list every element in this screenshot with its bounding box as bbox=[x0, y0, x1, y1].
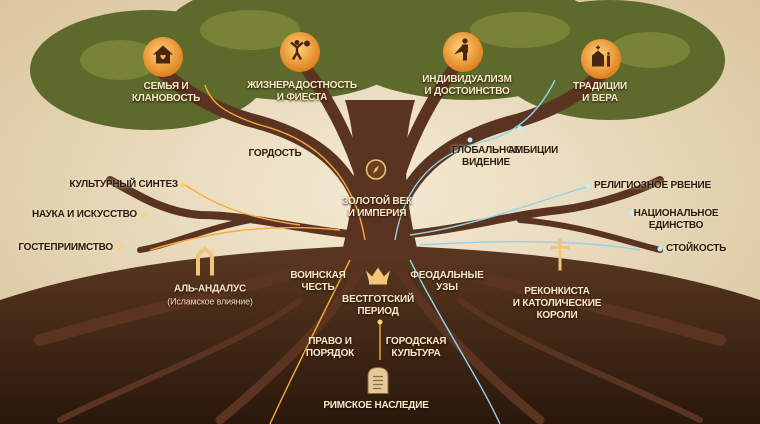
moorish-arch-icon bbox=[194, 246, 216, 281]
label-religious-zeal: Религиозное рвение bbox=[594, 180, 711, 191]
joyful-person-sun-icon bbox=[288, 39, 312, 66]
house-heart-icon bbox=[152, 45, 174, 70]
label-hospitality: Гостеприимство bbox=[18, 242, 113, 253]
cross-sword-icon bbox=[550, 238, 570, 278]
label-al-andalus: Аль-Андалус(Исламское влияние) bbox=[167, 283, 253, 307]
label-global-vision: Глобальноевидение bbox=[451, 145, 521, 168]
label-cultural-synthesis: Культурный синтез bbox=[69, 179, 178, 190]
fruit-label-family: Семья иклановость bbox=[131, 81, 201, 104]
caped-hero-icon bbox=[452, 38, 474, 67]
compass-icon bbox=[365, 159, 387, 186]
label-national-unity: Национальноеединство bbox=[633, 208, 719, 231]
church-candle-icon bbox=[589, 45, 613, 73]
stone-tablet-icon bbox=[367, 366, 389, 400]
label-roman-heritage: Римское наследие bbox=[323, 400, 429, 411]
label-resilience: Стойкость bbox=[666, 243, 727, 254]
glow-veins bbox=[149, 79, 641, 424]
label-visigoth-period: Вестготскийпериод bbox=[342, 294, 414, 317]
glow-dots bbox=[117, 125, 663, 325]
crown-icon bbox=[365, 267, 391, 290]
label-golden-age: Золотой веки империя bbox=[342, 196, 412, 219]
label-law-order: Право ипорядок bbox=[305, 336, 355, 359]
label-pride: Гордость bbox=[248, 148, 302, 159]
label-urban-culture: Городскаякультура bbox=[385, 336, 447, 359]
fruit-label-individualism: Индивидуализми достоинство bbox=[422, 74, 512, 97]
fruit-label-joy: Жизнерадостностьи фиеста bbox=[247, 80, 357, 103]
label-ambitions: Амбиции bbox=[507, 145, 559, 156]
label-science-art: Наука и искусство bbox=[32, 209, 137, 220]
label-feudal-ties: Феодальныеузы bbox=[410, 270, 484, 293]
fruit-label-tradition: Традициии вера bbox=[573, 81, 627, 104]
label-warrior-honor: Воинскаячесть bbox=[290, 270, 346, 293]
label-reconquista: Реконкистаи католическиекороли bbox=[512, 286, 602, 321]
